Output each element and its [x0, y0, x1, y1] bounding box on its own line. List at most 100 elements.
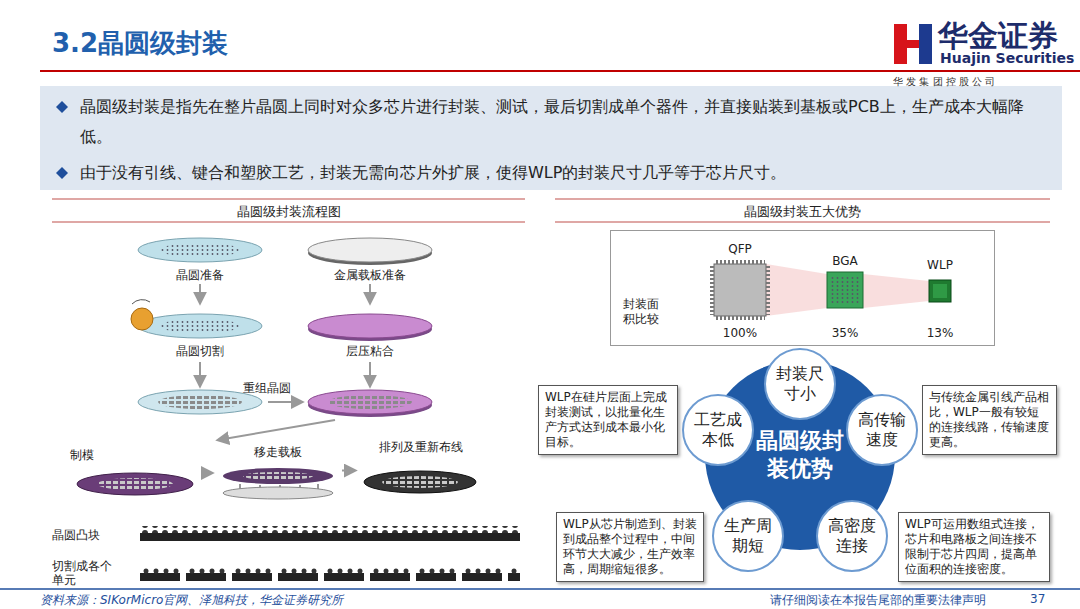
panel-rules: [52, 199, 1050, 222]
singulated-units: [140, 566, 520, 582]
area-ratio: 35%: [815, 326, 875, 340]
bump-strip: [140, 526, 520, 534]
callout-text: WLP可运用数组式连接，芯片和电路板之间连接不限制于芯片四周，提高单位面积的连接…: [905, 517, 1043, 577]
slide-title: 3.2晶圆级封装: [52, 26, 228, 61]
callout-box: WLP可运用数组式连接，芯片和电路板之间连接不限制于芯片四周，提高单位面积的连接…: [898, 512, 1050, 582]
package-comparison: [766, 266, 770, 315]
panel-rules: [555, 198, 1050, 199]
molding-wafer: [77, 473, 193, 495]
flow-arrow: [369, 284, 371, 303]
laminated-wafer: [328, 395, 412, 409]
node-label: 切割成各个单元: [52, 559, 116, 587]
package-comparison: [929, 280, 951, 302]
process-step: 层压粘合: [300, 306, 440, 358]
package-comparison: [710, 266, 714, 315]
node-label: 封装面积比较: [623, 297, 663, 327]
wafer-prep: [138, 238, 262, 262]
node-label: 高密度连接: [826, 516, 878, 556]
package-comparison: [712, 262, 768, 318]
company-name-en: Huajin Securities: [940, 50, 1074, 66]
wafer-dicing: [160, 319, 240, 333]
callout-text: WLP在硅片层面上完成封装测试，以批量化生产方式达到成本最小化目标。: [545, 390, 671, 450]
bump-strip: [140, 526, 520, 541]
package-comparison: [716, 260, 765, 264]
node-label: 金属载板准备: [334, 268, 406, 282]
panel-rules: [52, 198, 525, 199]
package-comparison: [714, 264, 766, 316]
logo-mark: [907, 40, 919, 48]
node-label: 工艺成本低: [692, 410, 744, 450]
carrier-removal: [243, 472, 313, 480]
bullet-band: [56, 167, 68, 179]
advantage-circle: 封装尺寸小: [764, 348, 836, 420]
process-step: 金属载板准备: [300, 236, 440, 282]
advantage-circle: 工艺成本低: [682, 394, 754, 466]
lamination: [308, 314, 432, 338]
callout-box: WLP在硅片层面上完成封装测试，以批量化生产方式达到成本最小化目标。: [538, 385, 678, 455]
node-label: 封装尺寸小: [774, 364, 826, 404]
flow-arrows: [369, 362, 371, 386]
bullet-band: [56, 101, 68, 113]
logo-mark: [894, 24, 907, 64]
bump-strip: [140, 533, 520, 541]
flow-arrow: [342, 470, 355, 472]
bullet-band: 晶圆级封装是指先在整片晶圆上同时对众多芯片进行封装、测试，最后切割成单个器件，并…: [40, 86, 1062, 190]
node-label: 制模: [70, 448, 94, 462]
flow-arrows: [199, 362, 201, 386]
legal-note: 请仔细阅读在本报告尾部的重要法律声明: [770, 592, 986, 609]
package-comparison: [827, 272, 863, 308]
wafer-prep: [138, 238, 262, 262]
node-label: 晶圆凸块: [52, 528, 112, 542]
flow-arrows: [268, 401, 302, 403]
company-tagline: 华 发 集 团 控 股 公 司: [893, 75, 995, 89]
advantage-circle: 生产周期短: [712, 500, 784, 572]
process-step: 晶圆凸块: [52, 524, 522, 546]
laminated-wafer: [308, 390, 432, 417]
area-ratio: 13%: [910, 326, 970, 340]
process-step: 晶圆切割: [130, 306, 270, 358]
flow-arrow: [199, 284, 201, 303]
package-comparison: [933, 284, 947, 298]
redistribution-wafer: [364, 471, 476, 493]
node-label: 移走载板: [254, 445, 302, 459]
logo-mark: [894, 24, 932, 64]
reconstituted-wafer: [158, 395, 242, 409]
bullet-band: [40, 86, 1062, 190]
wafer-dicing: [131, 300, 262, 338]
footer-rule: [0, 589, 1080, 590]
wafer-dicing: [138, 314, 262, 338]
panel-heading: 晶圆级封装五大优势: [555, 203, 1050, 221]
carrier-removal: [318, 484, 319, 489]
wafer-dicing: [131, 308, 153, 330]
advantage-circle: 高密度连接: [816, 500, 888, 572]
header-rule: [40, 70, 1080, 72]
molding-wafer: [77, 473, 193, 495]
process-step: 切割成各个单元: [52, 558, 522, 588]
package-comparison: [766, 264, 827, 316]
bullet-text: 由于没有引线、键合和塑胶工艺，封装无需向芯片外扩展，使得WLP的封装尺寸几乎等于…: [80, 158, 1048, 188]
singulated-units: [140, 566, 520, 582]
package-comparison: [863, 274, 929, 308]
carrier-removal: [223, 468, 333, 499]
wafer-prep: [160, 243, 240, 257]
carrier-removal: [223, 487, 333, 499]
molding-wafer: [97, 478, 173, 490]
package-comparison: [716, 316, 765, 320]
package-comparison: [830, 275, 860, 305]
panel-rules: [52, 221, 525, 222]
footer-rule: [0, 588, 1080, 590]
lamination: [308, 314, 432, 341]
process-step: 移走载板: [215, 445, 340, 500]
logo-mark: [919, 24, 932, 64]
process-step: 制模: [70, 448, 200, 498]
callout-text: 与传统金属引线产品相比，WLP一般有较短的连接线路，传输速度更高。: [929, 390, 1050, 450]
panel-heading: 晶圆级封装流程图: [52, 203, 525, 221]
node-label: 晶圆准备: [176, 268, 224, 282]
callout-box: WLP从芯片制造到、封装到成品整个过程中，中间环节大大减少，生产效率高，周期缩短…: [556, 512, 704, 582]
node-label: 生产周期短: [722, 516, 774, 556]
metal-carrier: [308, 238, 432, 265]
node-label: 层压粘合: [346, 344, 394, 358]
redistribution-wafer: [364, 471, 476, 493]
process-step: 排列及重新布线: [358, 440, 483, 496]
wafer-dicing: [132, 300, 150, 304]
